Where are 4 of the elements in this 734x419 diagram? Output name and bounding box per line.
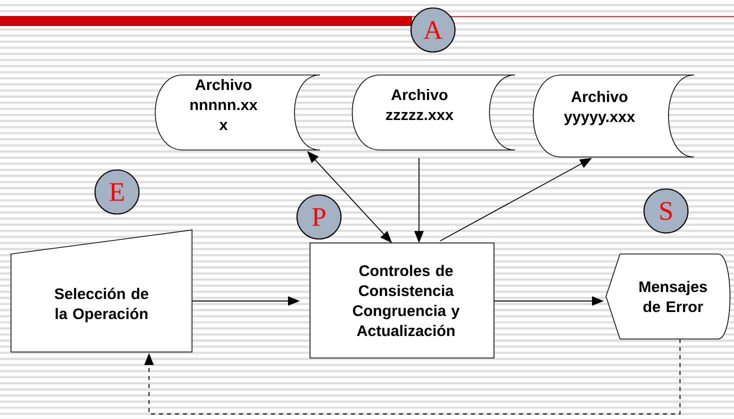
arrow — [307, 151, 392, 243]
process-box: Controles de Consistencia Congruencia y Actualización — [310, 242, 494, 358]
node-label: Mensajes de Error — [640, 280, 707, 312]
arrow — [144, 338, 680, 414]
